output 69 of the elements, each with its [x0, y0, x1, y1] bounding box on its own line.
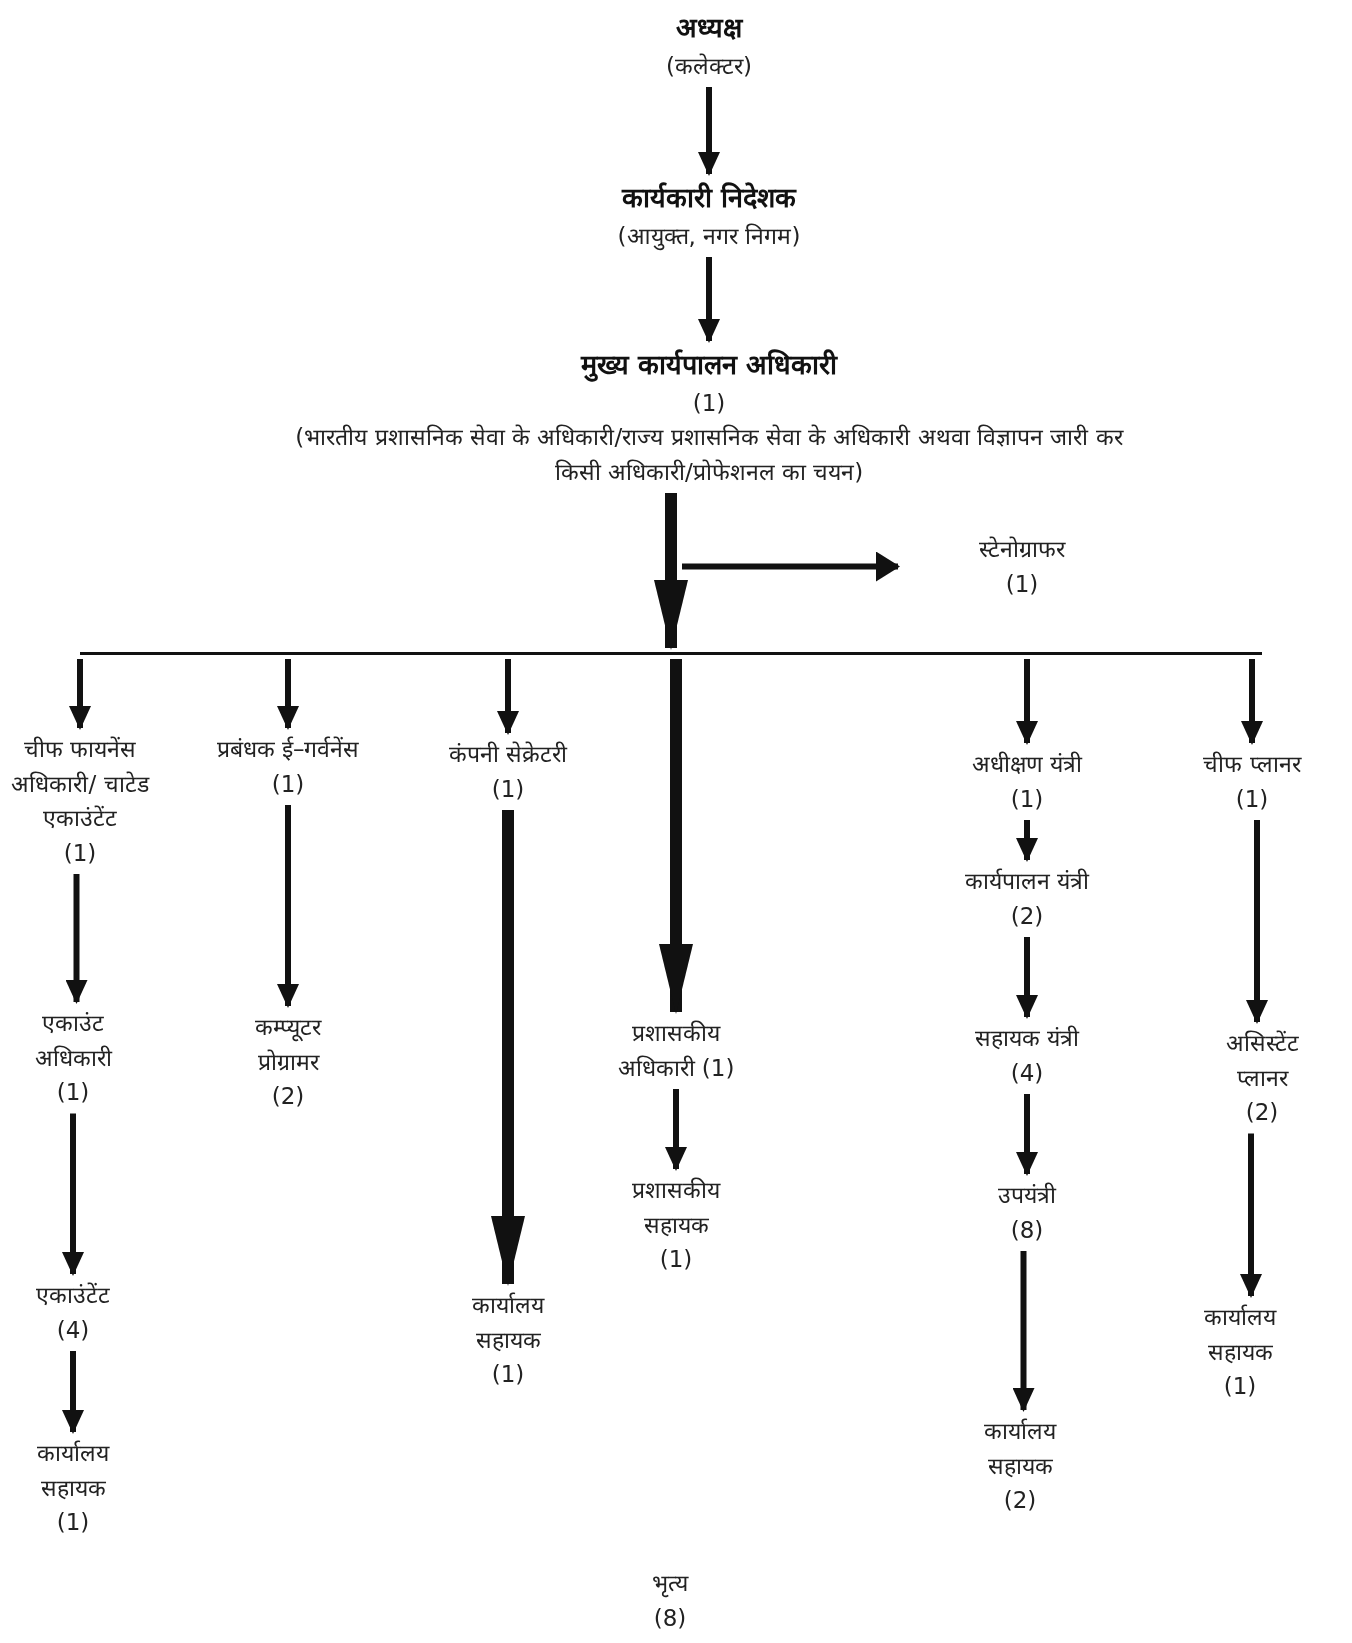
position-note: (4) — [1009, 1058, 1045, 1088]
arrow — [1012, 1251, 1035, 1412]
arrow — [1016, 659, 1038, 745]
arrow — [65, 874, 88, 1004]
arrow — [277, 805, 299, 1008]
position-note: (8) — [652, 1603, 688, 1633]
branch-bar — [80, 652, 1262, 655]
position-title: भृत्य — [651, 1569, 690, 1600]
position-note: (1) — [490, 1360, 526, 1389]
arrow — [277, 659, 299, 730]
position-title: चीफ फायनेंस अधिकारी/ चाटेड एकाउंटेंट — [10, 735, 151, 833]
position-title: कार्यालय सहायक — [983, 1417, 1058, 1481]
arrow — [1241, 659, 1263, 745]
position-title: सहायक यंत्री — [973, 1024, 1081, 1053]
position-note: (आयुक्त, नगर निगम) — [616, 221, 802, 253]
arrow — [698, 257, 720, 343]
position-title: प्रशासकीय सहायक — [631, 1176, 722, 1240]
position-note: (1) — [270, 769, 306, 799]
position-title: उपयंत्री — [997, 1181, 1058, 1210]
arrow — [1246, 820, 1268, 1024]
position-title: कार्यपालन यंत्री — [963, 867, 1091, 896]
position-note: (2) — [270, 1082, 306, 1111]
position-note: (1) — [1222, 1372, 1258, 1401]
arrow — [682, 551, 900, 582]
position-title: असिस्टेंट प्लानर — [1224, 1029, 1300, 1093]
position-title: प्रबंधक ई–गर्वनेंस — [215, 735, 361, 764]
position-note: (1) — [490, 774, 526, 804]
position-note: (2) — [1002, 1486, 1038, 1515]
position-title: चीफ प्लानर — [1202, 750, 1303, 779]
position-note: (8) — [1009, 1215, 1045, 1245]
position-title: कार्यालय सहायक — [36, 1439, 111, 1503]
arrow — [1240, 1133, 1262, 1298]
position-title: एकाउंटेंट — [35, 1281, 111, 1310]
position-title: कार्यालय सहायक — [471, 1291, 546, 1355]
position-note: (1) — [1004, 569, 1040, 599]
position-title: स्टेनोग्राफर — [978, 535, 1067, 564]
position-note: (4) — [55, 1315, 91, 1345]
position-note: (1) — [1234, 784, 1270, 814]
position-note: (1) — [1009, 784, 1045, 814]
position-title: एकाउंट अधिकारी — [33, 1009, 114, 1073]
arrow — [1016, 820, 1038, 862]
position-title: कार्यकारी निदेशक — [620, 181, 798, 215]
position-title: अध्यक्ष — [675, 11, 745, 45]
arrow — [69, 659, 91, 730]
arrow — [698, 87, 720, 176]
arrow — [497, 659, 519, 735]
arrow — [1016, 1094, 1038, 1176]
arrow — [659, 659, 693, 1014]
position-title: कम्प्यूटर प्रोग्रामर — [254, 1013, 323, 1077]
position-note: (1) — [55, 1078, 91, 1107]
position-note: (2) — [1244, 1098, 1280, 1127]
position-title: कंपनी सेक्रेटरी — [448, 740, 568, 769]
position-note: (2) — [1009, 901, 1045, 931]
position-title: अधीक्षण यंत्री — [970, 750, 1084, 779]
arrow — [62, 1113, 84, 1276]
position-note: (1) — [62, 838, 98, 868]
arrow — [665, 1089, 687, 1171]
position-title: कार्यालय सहायक — [1203, 1303, 1278, 1367]
arrow — [491, 810, 525, 1286]
position-note: (भारतीय प्रशासनिक सेवा के अधिकारी/राज्य प्रशासनिक सेवा के अधिकारी अथवा विज्ञापन जारी कर किसी अधिकारी/प्रोफेशनल का चयन) — [294, 423, 1125, 487]
arrow — [62, 1351, 84, 1434]
arrow — [654, 493, 688, 650]
arrow — [1016, 937, 1038, 1019]
position-note: (1) — [658, 1245, 694, 1274]
position-title: मुख्य कार्यपालन अधिकारी — [579, 348, 839, 384]
position-note: (1) — [55, 1508, 91, 1537]
position-note: (1) — [691, 388, 727, 418]
position-title: प्रशासकीय अधिकारी (1) — [616, 1019, 736, 1083]
position-note: (कलेक्टर) — [665, 51, 753, 81]
